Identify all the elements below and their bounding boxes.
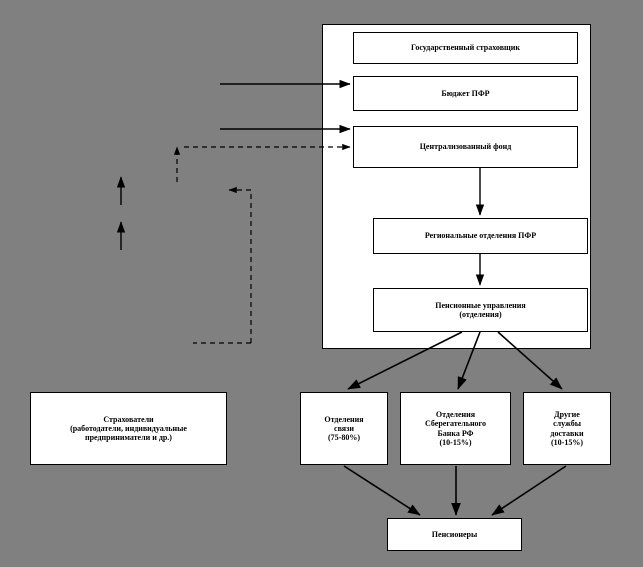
- node-other-delivery-line1: Другие: [554, 410, 580, 420]
- node-post-offices-line1: Отделения: [324, 414, 364, 424]
- node-post-offices[interactable]: Отделения связи (75-80%): [300, 392, 388, 465]
- node-pension-departments[interactable]: Пенсионные управления (отделения): [373, 288, 588, 332]
- node-insurers-line3: предприниматели и др.): [85, 433, 172, 443]
- node-pension-departments-line1: Пенсионные управления: [435, 300, 526, 310]
- arrow-other-delivery-to-pensioners: [491, 465, 567, 516]
- node-other-delivery-line4: (10-15%): [551, 437, 583, 447]
- node-central-fund-label: Централизованный фонд: [419, 142, 512, 152]
- node-pfr-budget-label: Бюджет ПФР: [441, 88, 490, 98]
- node-regional-branches-label: Региональные отделения ПФР: [424, 231, 537, 241]
- node-insurers-line2: (работодатели, индивидуальные: [70, 423, 187, 433]
- node-sberbank[interactable]: Отделения Сберегательного Банка РФ (10-1…: [400, 392, 511, 465]
- arrow-post-offices-to-pensioners: [343, 465, 421, 516]
- node-post-offices-line2: связи: [334, 423, 354, 433]
- node-pfr-budget[interactable]: Бюджет ПФР: [353, 76, 578, 111]
- node-regional-branches[interactable]: Региональные отделения ПФР: [373, 218, 588, 254]
- node-pensioners-label: Пенсионеры: [431, 529, 478, 539]
- node-insurers-line1: Страхователи: [103, 414, 154, 424]
- dashed-feedback-path: [228, 186, 252, 343]
- node-state-insurer[interactable]: Государственный страховщик: [353, 32, 578, 64]
- node-sberbank-line3: Банка РФ: [437, 428, 474, 438]
- node-insurers[interactable]: Страхователи (работодатели, индивидуальн…: [30, 392, 227, 465]
- node-pension-departments-line2: (отделения): [459, 310, 502, 319]
- node-other-delivery[interactable]: Другие службы доставки (10-15%): [523, 392, 611, 465]
- node-sberbank-line2: Сберегательного: [425, 419, 486, 429]
- node-state-insurer-label: Государственный страховщик: [410, 43, 521, 53]
- node-post-offices-line3: (75-80%): [328, 433, 360, 443]
- node-sberbank-line4: (10-15%): [439, 437, 472, 447]
- node-other-delivery-line2: службы: [553, 419, 581, 429]
- node-pensioners[interactable]: Пенсионеры: [387, 518, 522, 551]
- node-central-fund[interactable]: Централизованный фонд: [353, 126, 578, 168]
- node-sberbank-line1: Отделения: [435, 410, 476, 420]
- node-other-delivery-line3: доставки: [550, 428, 584, 438]
